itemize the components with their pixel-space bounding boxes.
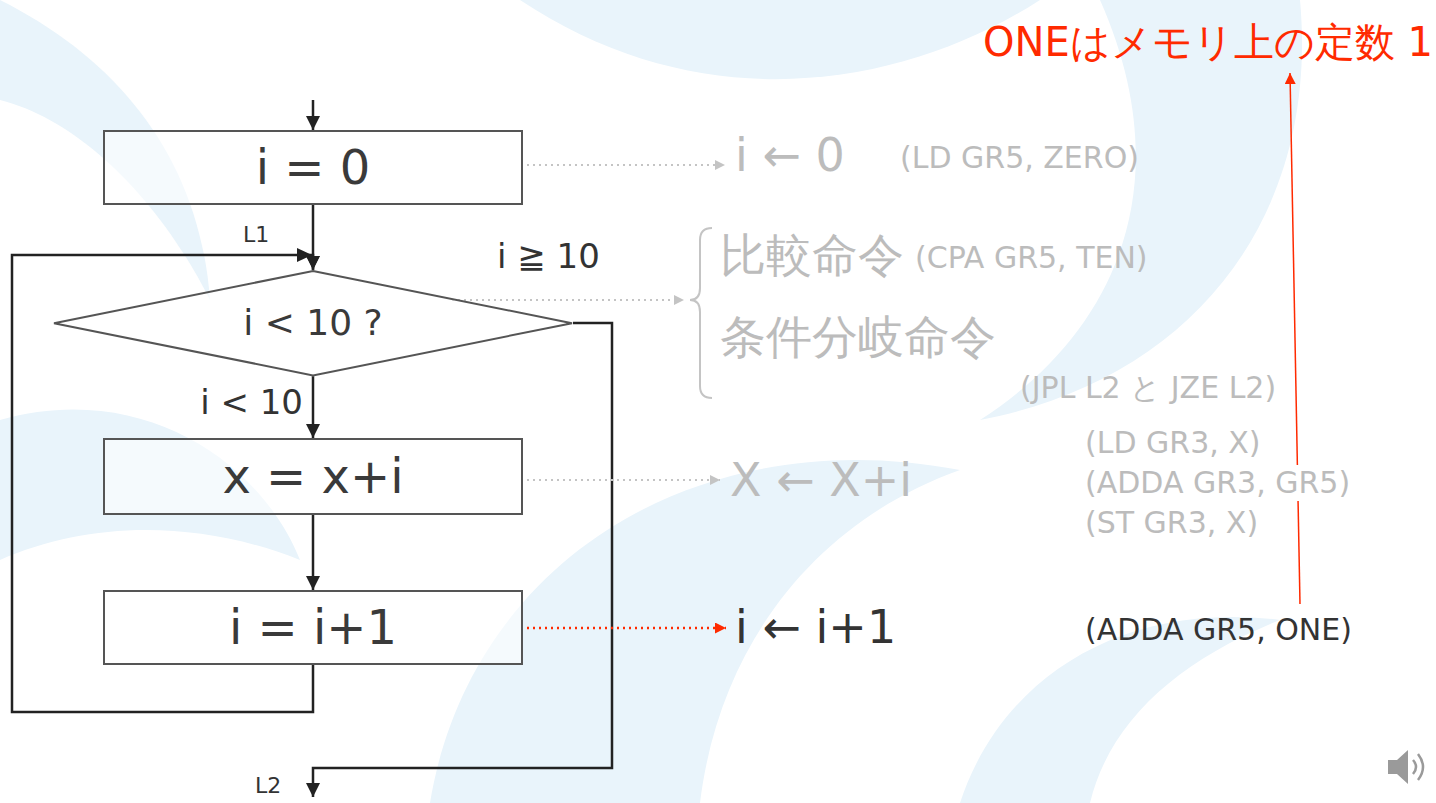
label-anchor: i ≧ 10: [497, 236, 600, 277]
instruction-text: (ADDA GR5, ONE): [1085, 612, 1352, 648]
watermark-swirl: [520, 0, 1040, 79]
dotted-leader: [527, 479, 720, 481]
dotted-leader: [527, 164, 725, 166]
process-box: i = 0: [103, 130, 523, 205]
node-text: i < 10 ?: [243, 301, 382, 344]
label-anchor: (ADDA GR5, ONE): [1085, 612, 1352, 648]
dotted-leader: [452, 299, 684, 301]
branch-label: i < 10: [200, 382, 303, 423]
diamond-shape: [54, 271, 572, 375]
label-anchor: ONEはメモリ上の定数 1: [983, 18, 1433, 66]
decision-diamond: i < 10 ?: [53, 270, 573, 376]
jump-label: L2: [255, 773, 281, 799]
label-anchor: (JPL L2 と JZE L2): [1020, 370, 1276, 406]
flow-connector: [312, 376, 315, 438]
label-anchor: L1: [243, 222, 269, 248]
red-leader-line: [1290, 73, 1300, 604]
instruction-text: (JPL L2 と JZE L2): [1020, 370, 1276, 406]
label-anchor: (ADDA GR3, GR5): [1085, 465, 1353, 501]
operation-text: 比較命令: [720, 228, 904, 283]
instruction-text: (ADDA GR3, GR5): [1082, 465, 1353, 501]
operation-text: i ← 0: [735, 128, 845, 183]
label-anchor: (CPA GR5, TEN): [915, 240, 1148, 276]
note-text: ONEはメモリ上の定数 1: [983, 18, 1433, 66]
exit-line: [313, 323, 612, 797]
node-text: i = i+1: [229, 599, 397, 657]
instruction-text: (LD GR5, ZERO): [900, 140, 1139, 176]
label-anchor: (LD GR3, X): [1085, 425, 1261, 461]
instruction-text: (ST GR3, X): [1085, 505, 1258, 541]
label-anchor: i ← i+1: [735, 600, 896, 655]
process-box: i = i+1: [103, 590, 523, 665]
connector-group: [313, 376, 314, 438]
entry-arrow: [312, 100, 315, 130]
process-box: x = x+i: [103, 438, 523, 515]
label-anchor: i ← 0: [735, 128, 845, 183]
red-dotted-leader: [527, 627, 726, 630]
edge-label-anchor: i < 10: [200, 382, 303, 423]
label-anchor: X ← X+i: [730, 453, 912, 508]
instruction-text: (CPA GR5, TEN): [915, 240, 1148, 276]
brace: [690, 228, 712, 398]
instruction-text: (LD GR3, X): [1085, 425, 1261, 461]
jump-label: L1: [243, 222, 269, 248]
label-anchor: L2: [255, 773, 281, 799]
node-text: i = 0: [256, 139, 371, 197]
label-anchor: 比較命令: [720, 228, 904, 283]
speaker-wave: [1418, 754, 1423, 780]
branch-label: i ≧ 10: [497, 236, 600, 277]
flow-connector: [312, 515, 315, 590]
connector-group: [313, 515, 314, 590]
operation-text: i ← i+1: [735, 600, 896, 655]
operation-text: 条件分岐命令: [720, 310, 996, 365]
speaker-wave: [1413, 760, 1416, 774]
speaker-icon: [1388, 750, 1408, 784]
label-anchor: (LD GR5, ZERO): [900, 140, 1139, 176]
operation-text: X ← X+i: [730, 453, 912, 508]
label-anchor: 条件分岐命令: [720, 310, 996, 365]
node-text: x = x+i: [222, 448, 403, 506]
label-anchor: (ST GR3, X): [1085, 505, 1258, 541]
junction-arrowhead: [297, 248, 312, 262]
